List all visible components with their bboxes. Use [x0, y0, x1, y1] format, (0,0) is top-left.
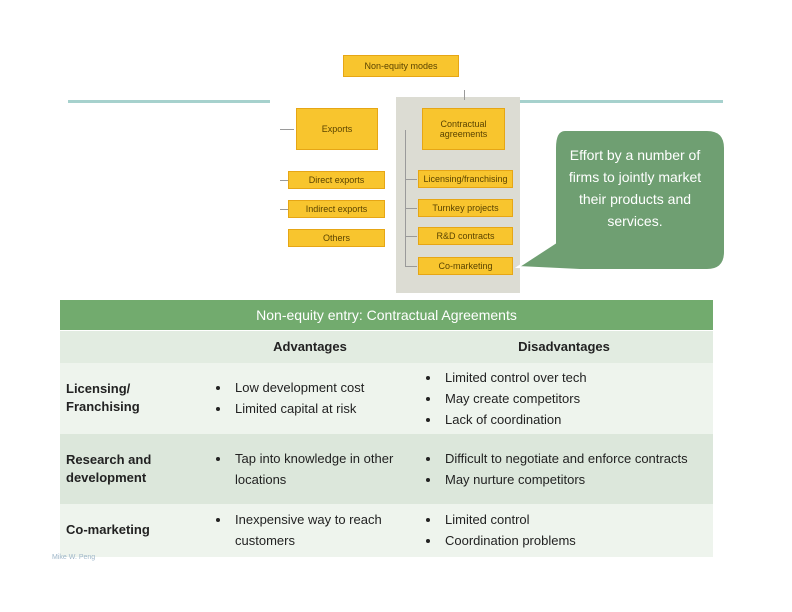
list-item: May nurture competitors — [441, 469, 705, 490]
left-tick-2 — [280, 180, 288, 181]
disadvantages-cell: Limited control over tech May create com… — [415, 362, 714, 434]
right-tick-3 — [405, 236, 417, 237]
row-label-research: Research and development — [60, 433, 205, 504]
callout-bubble-shape — [514, 129, 726, 271]
indirect-exports-box: Indirect exports — [288, 200, 385, 218]
footer-credit: Mike W. Peng — [52, 554, 96, 561]
others-box: Others — [288, 229, 385, 247]
left-tick-3 — [280, 209, 288, 210]
contractual-agreements-table: Non-equity entry: Contractual Agreements… — [60, 300, 714, 557]
list-item: Limited control over tech — [441, 367, 705, 388]
table-title: Non-equity entry: Contractual Agreements — [60, 300, 714, 331]
licensing-franchising-box: Licensing/franchising — [418, 170, 513, 188]
list-item: Coordination problems — [441, 530, 705, 551]
right-vertical-connector — [405, 130, 406, 266]
advantages-cell: Inexpensive way to reach customers — [205, 503, 415, 557]
table-row: Co-marketing Inexpensive way to reach cu… — [60, 503, 714, 557]
left-tick-1 — [280, 129, 294, 130]
contractual-agreements-box: Contractual agreements — [422, 108, 505, 150]
list-item: Tap into knowledge in other locations — [231, 448, 407, 490]
list-item: Low development cost — [231, 377, 407, 398]
exports-box: Exports — [296, 108, 378, 150]
disadvantages-cell: Difficult to negotiate and enforce contr… — [415, 433, 714, 504]
list-item: Limited capital at risk — [231, 398, 407, 419]
column-header-empty — [60, 330, 205, 363]
turnkey-projects-box: Turnkey projects — [418, 199, 513, 217]
list-item: Limited control — [441, 509, 705, 530]
callout-bubble — [514, 129, 726, 271]
column-header-disadvantages: Disadvantages — [415, 330, 714, 363]
right-tick-1 — [405, 179, 417, 180]
column-header-advantages: Advantages — [205, 330, 415, 363]
advantages-cell: Low development cost Limited capital at … — [205, 362, 415, 434]
row-label-licensing: Licensing/ Franchising — [60, 362, 205, 434]
right-tick-4 — [405, 266, 417, 267]
list-item: Lack of coordination — [441, 409, 705, 430]
disadvantages-cell: Limited control Coordination problems — [415, 503, 714, 557]
row-label-co-marketing: Co-marketing — [60, 503, 205, 557]
advantages-cell: Tap into knowledge in other locations — [205, 433, 415, 504]
right-tick-2 — [405, 208, 417, 209]
co-marketing-box: Co-marketing — [418, 257, 513, 275]
right-rule — [520, 100, 723, 103]
root-box: Non-equity modes — [343, 55, 459, 77]
direct-exports-box: Direct exports — [288, 171, 385, 189]
table-row: Licensing/ Franchising Low development c… — [60, 362, 714, 434]
root-connector — [464, 90, 465, 100]
list-item: Difficult to negotiate and enforce contr… — [441, 448, 705, 469]
list-item: May create competitors — [441, 388, 705, 409]
left-rule — [68, 100, 270, 103]
list-item: Inexpensive way to reach customers — [231, 509, 407, 551]
table-column-headers: Advantages Disadvantages — [60, 330, 714, 363]
table-row: Research and development Tap into knowle… — [60, 433, 714, 504]
callout-text: Effort by a number of firms to jointly m… — [568, 147, 702, 229]
rd-contracts-box: R&D contracts — [418, 227, 513, 245]
